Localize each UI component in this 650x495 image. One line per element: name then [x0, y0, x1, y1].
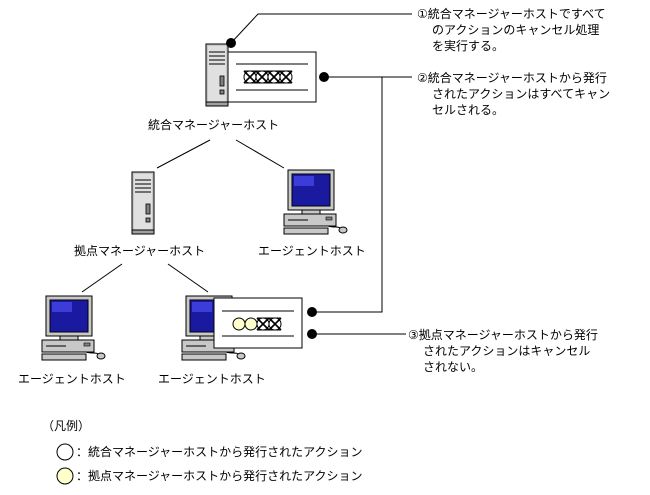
- callout-2-endpoint: [307, 307, 317, 317]
- agent-bottom-mid-label: エージェントホスト: [158, 372, 266, 386]
- tree-line: [81, 263, 123, 293]
- callout-3: [307, 329, 406, 339]
- legend-item-integrated: ：統合マネージャーホストから発行されたアクション: [76, 445, 363, 459]
- note-1-line: ①統合マネージャーホストですべて: [417, 7, 606, 21]
- note-3-line: されない。: [423, 360, 484, 374]
- tree-line: [156, 139, 211, 169]
- integrated-manager-label: 統合マネージャーホスト: [148, 118, 280, 132]
- note-3-line: ③拠点マネージャーホストから発行: [408, 328, 598, 342]
- base-action-window: [213, 297, 303, 349]
- note-2-line: されたアクションはすべてキャン: [432, 87, 611, 101]
- integrated-manager-server-icon: [205, 43, 229, 107]
- agent-right-pc-icon: [283, 169, 348, 235]
- note-1: ①統合マネージャーホストですべて のアクションのキャンセル処理 を実行する。: [417, 6, 606, 54]
- legend-item-base: ：拠点マネージャーホストから発行されたアクション: [76, 469, 363, 483]
- note-1-line: のアクションのキャンセル処理: [432, 23, 600, 37]
- integrated-action-window: [227, 51, 317, 103]
- note-2-line: ②統合マネージャーホストから発行: [417, 71, 607, 85]
- callout-1: [226, 13, 412, 48]
- legend-title: （凡例）: [42, 419, 91, 433]
- cancelled-action-circles: [256, 317, 282, 331]
- agent-bottom-left-label: エージェントホスト: [18, 372, 126, 386]
- base-manager-label: 拠点マネージャーホスト: [74, 244, 206, 258]
- base-manager-server-icon: [131, 171, 155, 235]
- legend-base-circle: [56, 467, 74, 485]
- agent-bottom-left-pc-icon: [41, 295, 106, 361]
- callout-2: [312, 72, 412, 313]
- note-1-line: を実行する。: [432, 39, 505, 53]
- legend-integrated-circle: [56, 443, 74, 461]
- note-2: ②統合マネージャーホストから発行 されたアクションはすべてキャン セルされる。: [417, 70, 610, 118]
- note-3-line: されたアクションはキャンセル: [423, 344, 591, 358]
- agent-right-label: エージェントホスト: [258, 244, 366, 258]
- tree-line: [235, 139, 285, 169]
- tree-line: [167, 263, 209, 293]
- note-3: ③拠点マネージャーホストから発行 されたアクションはキャンセル されない。: [408, 327, 598, 375]
- note-2-line: セルされる。: [432, 103, 505, 117]
- cancelled-action-circles: [243, 70, 293, 84]
